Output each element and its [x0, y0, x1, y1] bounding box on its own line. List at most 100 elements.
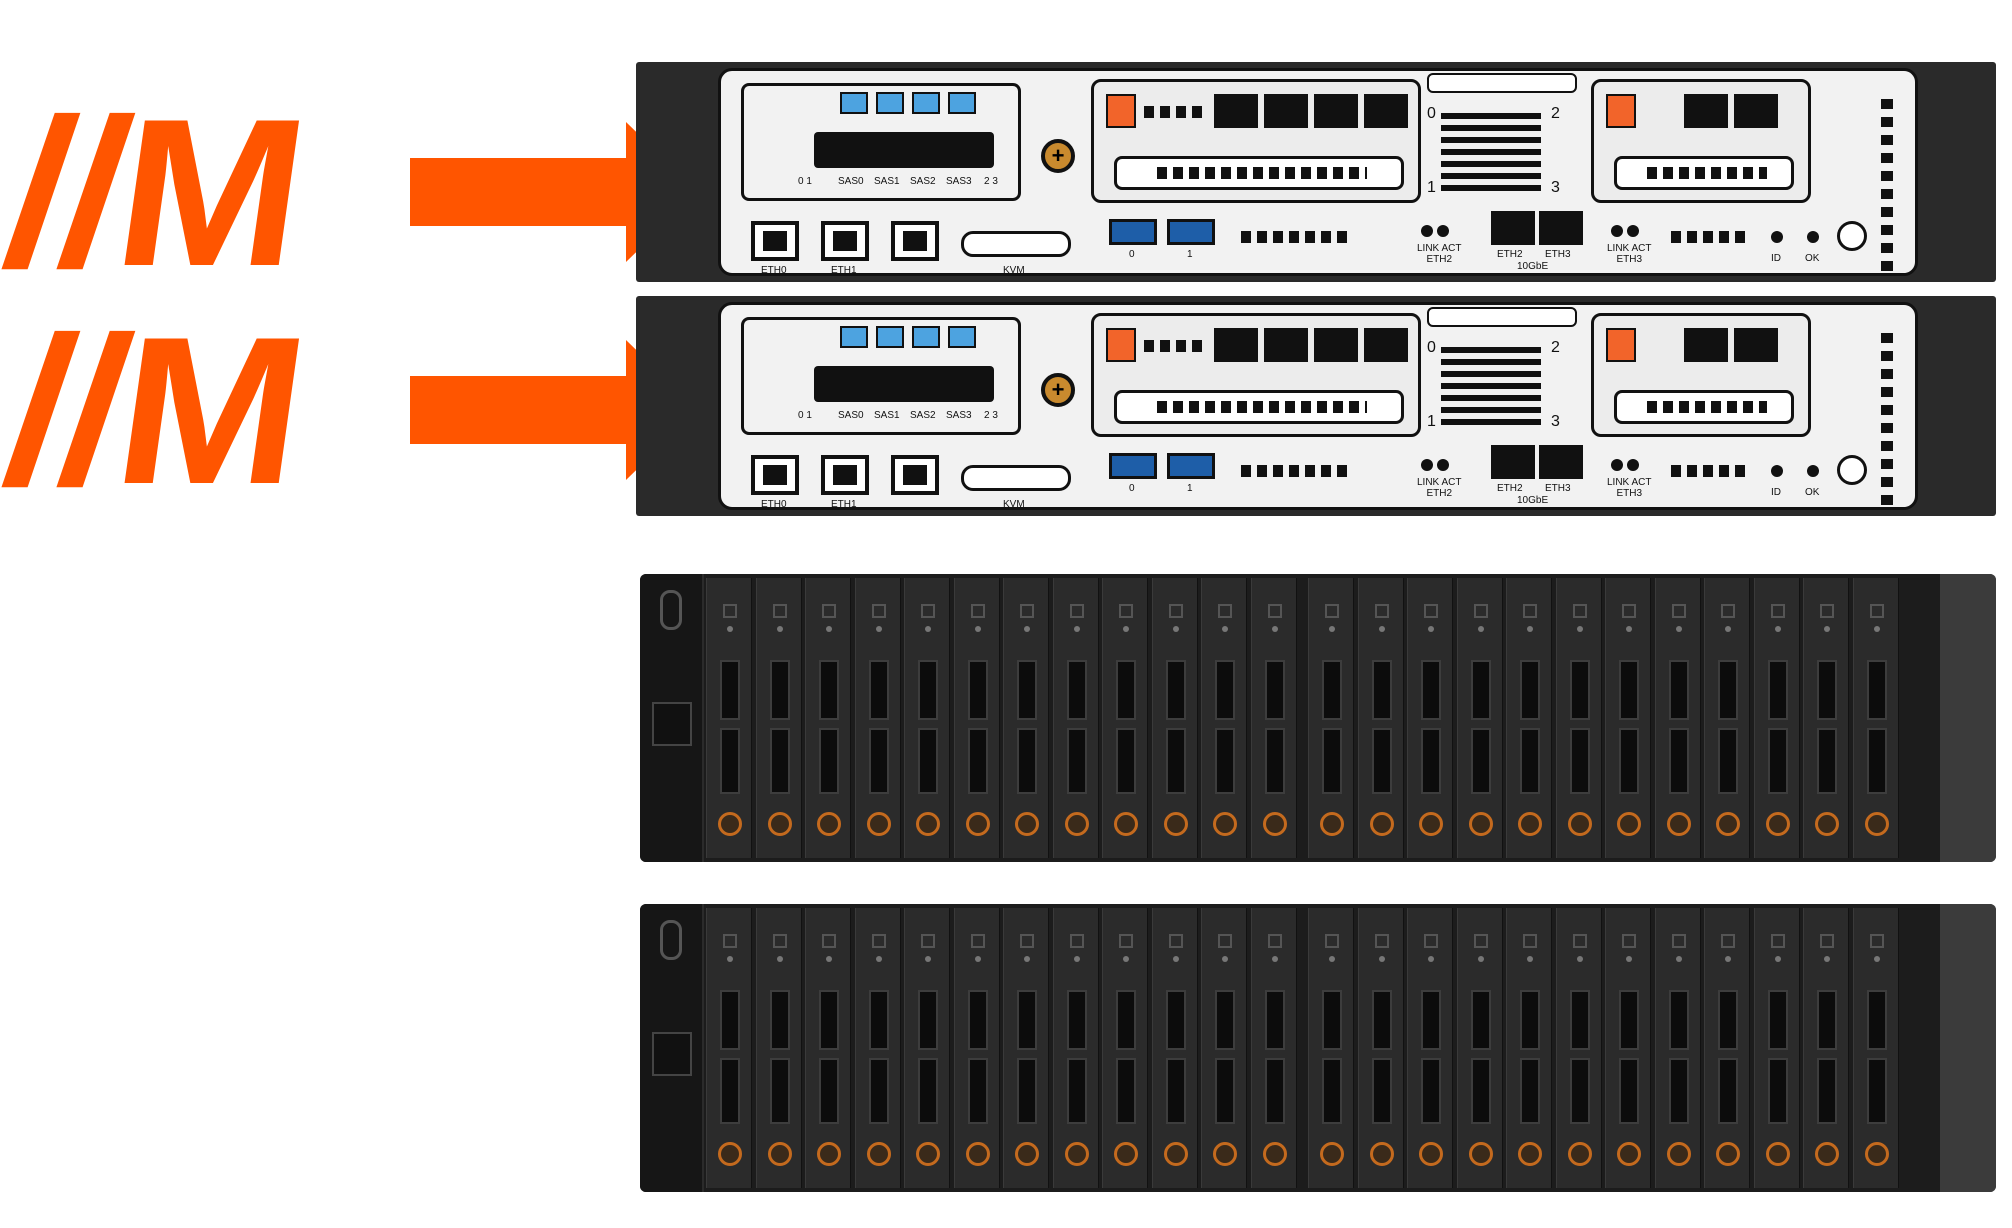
drive-latch-icon[interactable]	[916, 1142, 940, 1166]
drive-latch-icon[interactable]	[965, 1142, 990, 1166]
drive-bay[interactable]	[1003, 578, 1049, 858]
drive-latch-icon[interactable]	[1864, 1142, 1889, 1166]
drive-latch-icon[interactable]	[1666, 812, 1691, 836]
drive-bay[interactable]	[1803, 908, 1849, 1188]
drive-bay[interactable]	[1250, 908, 1297, 1188]
drive-bay[interactable]	[1753, 578, 1800, 858]
drive-bay[interactable]	[953, 908, 1000, 1188]
drive-bay[interactable]	[1357, 908, 1404, 1188]
drive-bay[interactable]	[1506, 578, 1552, 858]
drive-bay[interactable]	[1052, 908, 1099, 1188]
drive-bay[interactable]	[1506, 908, 1552, 1188]
drive-latch-icon[interactable]	[1213, 812, 1237, 836]
drive-latch-icon[interactable]	[1716, 812, 1740, 836]
drive-latch-icon[interactable]	[1617, 1142, 1641, 1166]
drive-latch-icon[interactable]	[1163, 812, 1188, 836]
drive-latch-icon[interactable]	[1369, 812, 1394, 836]
drive-latch-icon[interactable]	[1468, 1142, 1493, 1166]
drive-bay[interactable]	[1654, 908, 1701, 1188]
drive-latch-icon[interactable]	[767, 812, 792, 836]
drive-bay[interactable]	[1201, 578, 1247, 858]
drive-latch-icon[interactable]	[965, 812, 990, 836]
drive-latch-icon[interactable]	[1114, 812, 1138, 836]
drive-bay[interactable]	[706, 908, 752, 1188]
drive-bay[interactable]	[1555, 908, 1602, 1188]
drive-latch-icon[interactable]	[1617, 812, 1641, 836]
drive-latch-icon[interactable]	[1765, 812, 1790, 836]
drive-latch-icon[interactable]	[767, 1142, 792, 1166]
drive-latch-icon[interactable]	[1064, 1142, 1089, 1166]
drive-bay[interactable]	[1151, 578, 1198, 858]
drive-bay[interactable]	[1803, 578, 1849, 858]
drive-latch-icon[interactable]	[817, 1142, 841, 1166]
drive-latch-icon[interactable]	[1567, 812, 1592, 836]
drive-latch-icon[interactable]	[866, 812, 891, 836]
drive-latch-icon[interactable]	[1262, 812, 1287, 836]
drive-latch-icon[interactable]	[718, 812, 742, 836]
drive-bay[interactable]	[1308, 578, 1354, 858]
drive-bay[interactable]	[904, 578, 950, 858]
drive-latch-icon[interactable]	[1765, 1142, 1790, 1166]
drive-latch-icon[interactable]	[1320, 1142, 1344, 1166]
drive-bay[interactable]	[805, 578, 851, 858]
drive-bay[interactable]	[1308, 908, 1354, 1188]
drive-bay[interactable]	[1201, 908, 1247, 1188]
drive-bay[interactable]	[1456, 908, 1503, 1188]
drive-latch-icon[interactable]	[817, 812, 841, 836]
drive-bay[interactable]	[1555, 578, 1602, 858]
drive-bay[interactable]	[1852, 578, 1899, 858]
drive-latch-icon[interactable]	[916, 812, 940, 836]
drive-latch-icon[interactable]	[1064, 812, 1089, 836]
drive-indicator-icon	[723, 604, 737, 618]
drive-bay[interactable]	[1654, 578, 1701, 858]
drive-bay[interactable]	[1250, 578, 1297, 858]
drive-latch-icon[interactable]	[1815, 1142, 1839, 1166]
drive-latch-icon[interactable]	[1567, 1142, 1592, 1166]
drive-bay[interactable]	[1407, 578, 1453, 858]
drive-latch-icon[interactable]	[1864, 812, 1889, 836]
drive-latch-icon[interactable]	[1163, 1142, 1188, 1166]
drive-latch-icon[interactable]	[718, 1142, 742, 1166]
drive-latch-icon[interactable]	[1468, 812, 1493, 836]
drive-bay[interactable]	[1605, 578, 1651, 858]
drive-bay[interactable]	[1407, 908, 1453, 1188]
drive-latch-icon[interactable]	[1369, 1142, 1394, 1166]
drive-latch-icon[interactable]	[1015, 1142, 1039, 1166]
drive-bay[interactable]	[1357, 578, 1404, 858]
drive-bay[interactable]	[854, 908, 901, 1188]
drive-bay[interactable]	[1753, 908, 1800, 1188]
drive-latch-icon[interactable]	[1213, 1142, 1237, 1166]
drive-latch-icon[interactable]	[1320, 812, 1344, 836]
drive-vent	[769, 660, 790, 720]
drive-bay[interactable]	[755, 578, 802, 858]
drive-bay[interactable]	[706, 578, 752, 858]
drive-latch-icon[interactable]	[1518, 1142, 1542, 1166]
drive-bay[interactable]	[1852, 908, 1899, 1188]
drive-bay[interactable]	[1456, 578, 1503, 858]
drive-bay[interactable]	[854, 578, 901, 858]
drive-latch-icon[interactable]	[866, 1142, 891, 1166]
drive-bay[interactable]	[1704, 908, 1750, 1188]
drive-bay[interactable]	[755, 908, 802, 1188]
drive-bay[interactable]	[953, 578, 1000, 858]
drive-latch-icon[interactable]	[1716, 1142, 1740, 1166]
drive-vent	[868, 728, 889, 794]
drive-latch-icon[interactable]	[1666, 1142, 1691, 1166]
drive-latch-icon[interactable]	[1815, 812, 1839, 836]
drive-latch-icon[interactable]	[1015, 812, 1039, 836]
drive-latch-icon[interactable]	[1518, 812, 1542, 836]
drive-bay[interactable]	[1003, 908, 1049, 1188]
drive-bay[interactable]	[805, 908, 851, 1188]
drive-bay[interactable]	[1605, 908, 1651, 1188]
drive-latch-icon[interactable]	[1262, 1142, 1287, 1166]
drive-bay[interactable]	[1102, 578, 1148, 858]
drive-bay[interactable]	[1052, 578, 1099, 858]
drive-latch-icon[interactable]	[1114, 1142, 1138, 1166]
drive-bay[interactable]	[1151, 908, 1198, 1188]
drive-bay[interactable]	[1704, 578, 1750, 858]
drive-bay[interactable]	[904, 908, 950, 1188]
drive-latch-icon[interactable]	[1419, 1142, 1443, 1166]
eth1-label: ETH1	[831, 265, 857, 276]
drive-latch-icon[interactable]	[1419, 812, 1443, 836]
drive-bay[interactable]	[1102, 908, 1148, 1188]
